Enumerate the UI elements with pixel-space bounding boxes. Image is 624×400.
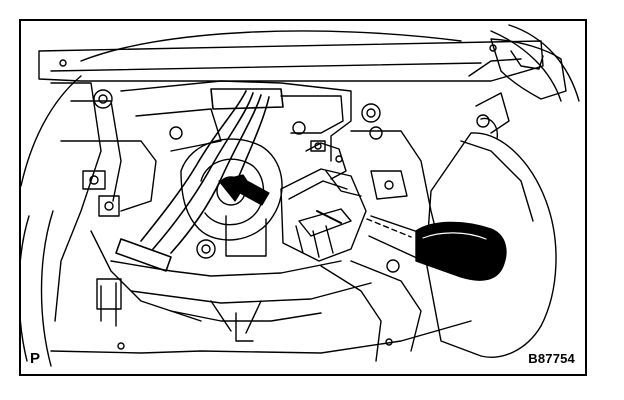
lower-housing: [50, 215, 472, 354]
removal-direction-arrow: [218, 174, 270, 206]
corner-letter-label: P: [30, 350, 41, 367]
steering-column-illustration: [21, 24, 580, 367]
left-housing: [50, 82, 202, 327]
spiral-cable-area: [93, 80, 383, 241]
illustration-frame: P B87754: [19, 19, 587, 376]
connector-assembly: [280, 140, 412, 262]
column-cover-upper-right: [490, 38, 567, 100]
combination-switch: [425, 92, 557, 358]
upper-bracket: [38, 40, 544, 82]
figure-id-label: B87754: [528, 351, 575, 366]
switch-lever: [368, 215, 507, 281]
